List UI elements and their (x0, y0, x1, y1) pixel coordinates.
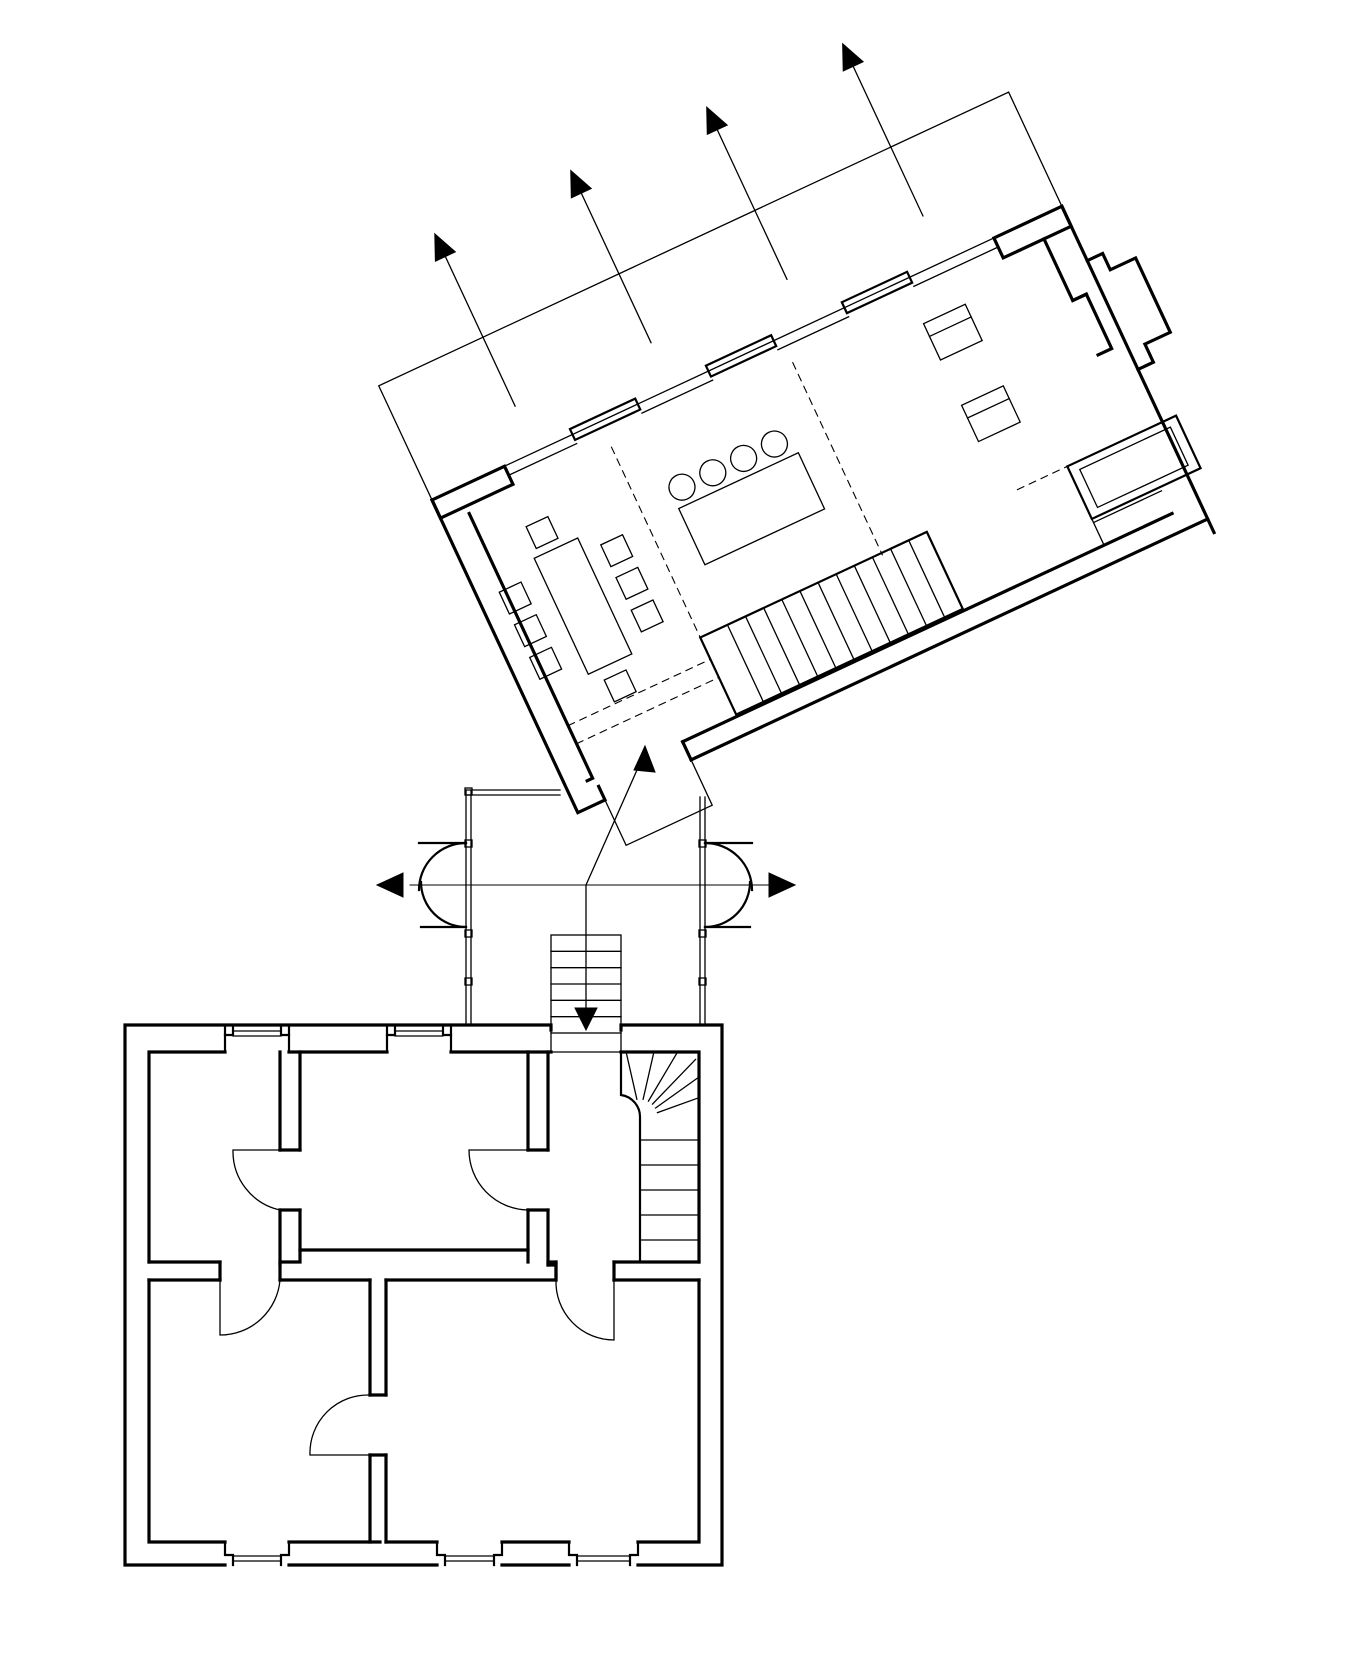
exit-arrow-left (375, 872, 404, 898)
circulation-path (574, 744, 656, 1032)
dining-table (533, 537, 633, 676)
view-arrow (434, 232, 516, 407)
annex-stair (698, 530, 965, 717)
exit-arrow-right (768, 872, 797, 898)
stair-tread (799, 590, 837, 669)
main-house (123, 1023, 724, 1567)
view-arrow (842, 42, 924, 217)
stair-tread (817, 581, 855, 661)
dining-chairs (498, 515, 664, 703)
annex-building (377, 42, 1217, 847)
view-arrow (570, 169, 652, 344)
annex-bump-out (1070, 251, 1173, 372)
stair-tread (647, 1051, 679, 1102)
door-swing (468, 1149, 529, 1211)
bar-stool (760, 430, 789, 458)
main-house-doors (219, 1149, 615, 1456)
stair-tread (762, 607, 801, 686)
stair-tread (871, 556, 910, 636)
main-house-windows (223, 1023, 640, 1567)
annex-terrace-outline (377, 91, 1063, 501)
dining-chair (603, 669, 638, 703)
glass-connector (375, 744, 797, 1034)
bar-stool (699, 459, 727, 487)
kitchen-island (677, 451, 826, 566)
stair-tread (889, 547, 928, 627)
door-swing (555, 1279, 615, 1341)
annex-lounge-furniture (922, 303, 1203, 547)
stair-tread (853, 564, 892, 644)
view-arrow (706, 105, 788, 281)
annex-outer-walls (429, 204, 1217, 847)
main-house-interior-walls (147, 1050, 701, 1544)
stair-tread (925, 530, 964, 610)
connector-door-left (417, 841, 468, 929)
bar-stool (729, 444, 758, 473)
bar-stools (668, 430, 789, 501)
dining-chair (498, 581, 533, 615)
connector-opening (547, 1032, 622, 1053)
winder-stair (619, 1050, 701, 1264)
path-arrow-up (633, 744, 656, 773)
dining-chair (513, 613, 548, 648)
dining-chair (525, 515, 559, 550)
annex-kitchen-island (668, 430, 826, 566)
door-swing (219, 1279, 281, 1336)
armchair (960, 385, 1022, 443)
dining-chair (615, 566, 649, 601)
stair-tread (654, 1076, 700, 1109)
stair-tread (780, 598, 819, 678)
stair-tread (907, 539, 946, 619)
door-swing (232, 1149, 281, 1211)
stair-tread (744, 615, 783, 695)
stair-tread (835, 573, 873, 653)
stair-tread (656, 1096, 700, 1114)
annex-dining-set (498, 515, 664, 703)
connector-stair (550, 934, 622, 1034)
annex-zone-dividers (567, 361, 1069, 745)
door-swing (309, 1394, 371, 1456)
stair-tread (726, 623, 765, 703)
armchair (922, 303, 984, 361)
bar-stool (668, 473, 696, 501)
stair-tread (625, 1051, 638, 1101)
annex-stair-treads (699, 530, 964, 703)
connector-door-right (703, 841, 754, 929)
path-arrow-down (574, 1007, 598, 1032)
annex-window-frames (507, 246, 1000, 477)
main-house-outer-walls (123, 1023, 724, 1567)
dining-chair (528, 646, 563, 681)
dining-chair (630, 599, 664, 633)
stair-tread (642, 1051, 655, 1101)
dining-chair (599, 533, 634, 568)
stair-tread (651, 1058, 697, 1105)
annex-view-arrows (434, 42, 924, 407)
